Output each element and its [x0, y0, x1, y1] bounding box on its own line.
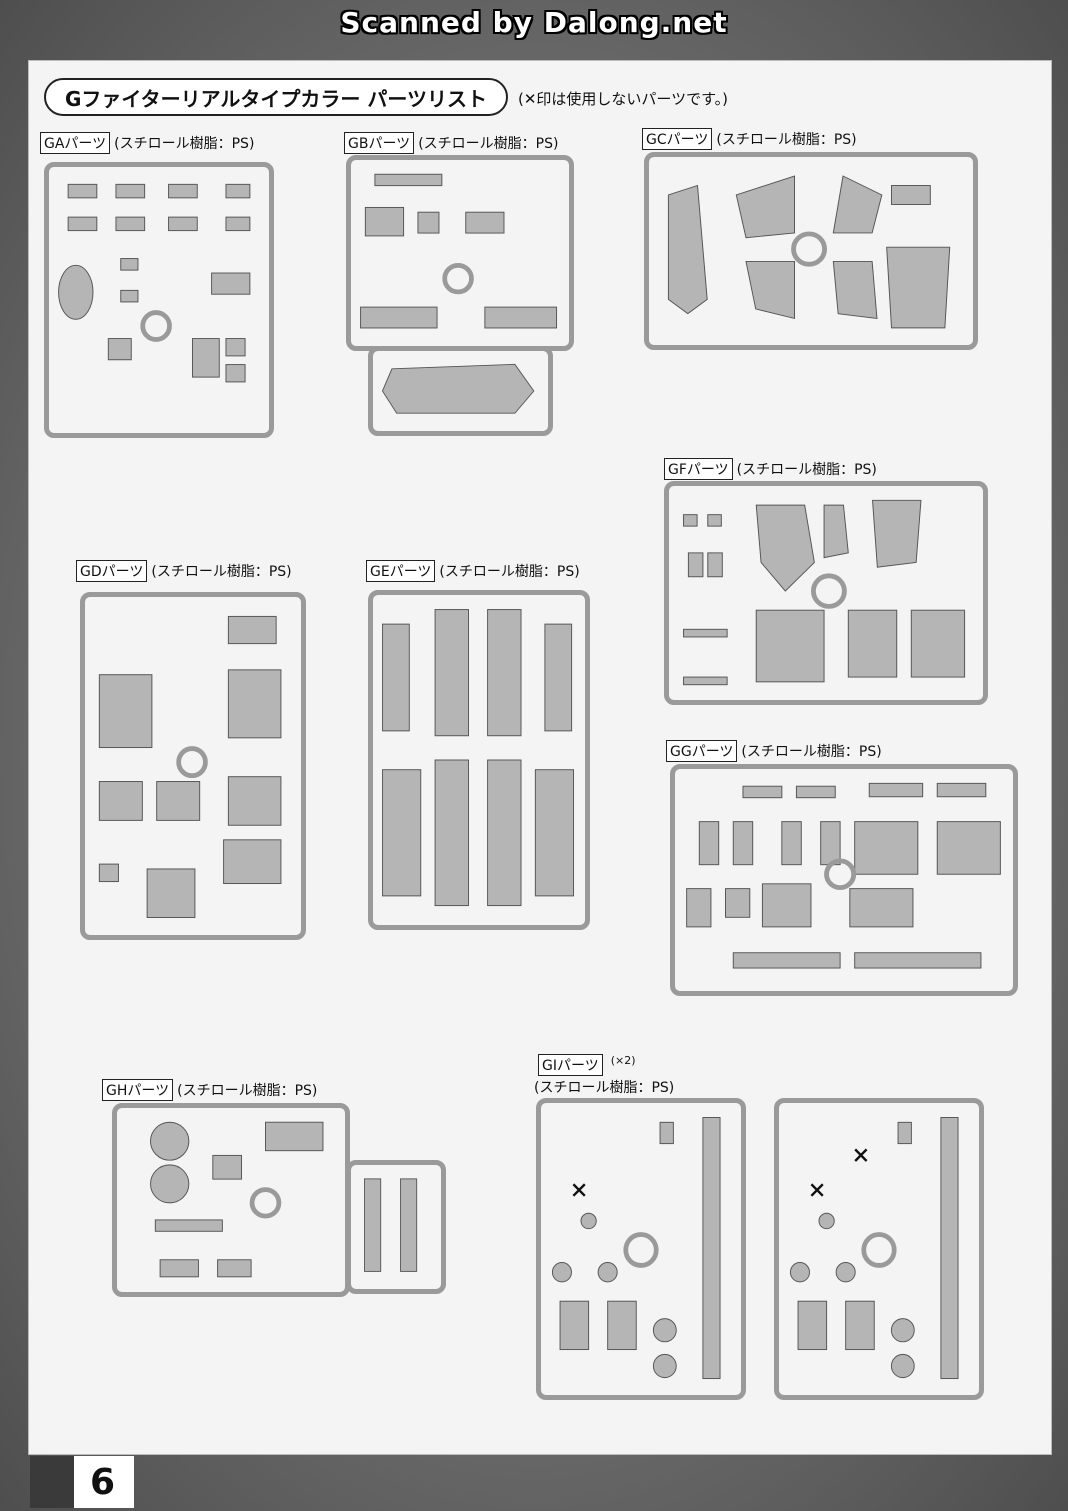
runner-gc [644, 152, 978, 350]
material-ga: (スチロール樹脂：PS) [114, 136, 255, 152]
runner-gg [670, 764, 1018, 996]
material-gf: (スチロール樹脂：PS) [736, 462, 877, 478]
runner-tag-gb: GBパーツ [344, 132, 415, 154]
runner-gh-parts [150, 1121, 324, 1278]
runner-gi-b-parts [789, 1117, 959, 1380]
runner-gi-a-parts [551, 1117, 721, 1380]
runner-gb [346, 155, 574, 351]
page-number-text: 6 [90, 1461, 116, 1503]
page-number-bar [30, 1456, 74, 1508]
runner-tag-ge: GEパーツ [366, 560, 436, 582]
runner-gh-side [346, 1160, 446, 1294]
runner-gi-a [536, 1098, 746, 1400]
runner-label-gg: GGパーツ(スチロール樹脂：PS) [666, 740, 882, 762]
runner-gi-b [774, 1098, 984, 1400]
runner-tag-gf: GFパーツ [664, 458, 733, 480]
page-title: Gファイターリアルタイプカラー パーツリスト [44, 78, 508, 116]
material-gc: (スチロール樹脂：PS) [716, 132, 857, 148]
runner-tag-gh: GHパーツ [102, 1079, 174, 1101]
scan-banner: Scanned by Dalong.net [340, 6, 728, 39]
material-gi: (スチロール樹脂：PS) [534, 1080, 675, 1096]
runner-gf-parts [683, 499, 966, 686]
runner-tag-gg: GGパーツ [666, 740, 738, 762]
runner-tag-gc: GCパーツ [642, 128, 713, 150]
runner-label-ga: GAパーツ(スチロール樹脂：PS) [40, 132, 254, 154]
runner-gh [112, 1103, 350, 1297]
runner-gb-lower [368, 346, 553, 436]
runner-label-gi: GIパーツ (×2) [538, 1054, 636, 1076]
material-gd: (スチロール樹脂：PS) [151, 564, 292, 580]
runner-gf [664, 481, 988, 705]
runner-gg-parts [686, 782, 1001, 969]
runner-label-gb: GBパーツ(スチロール樹脂：PS) [344, 132, 558, 154]
material-gh: (スチロール樹脂：PS) [177, 1083, 318, 1099]
runner-gd-parts [98, 615, 282, 919]
runner-label-gc: GCパーツ(スチロール樹脂：PS) [642, 128, 857, 150]
material-gg: (スチロール樹脂：PS) [741, 744, 882, 760]
runner-ge-parts [382, 609, 575, 907]
runner-label-gf: GFパーツ(スチロール樹脂：PS) [664, 458, 877, 480]
runner-ga-parts [58, 183, 251, 383]
runner-label-gd: GDパーツ(スチロール樹脂：PS) [76, 560, 292, 582]
material-gb: (スチロール樹脂：PS) [418, 136, 559, 152]
runner-gb-lower-parts [381, 363, 535, 414]
runner-tag-ga: GAパーツ [40, 132, 111, 154]
runner-ge [368, 590, 590, 930]
runner-tag-gd: GDパーツ [76, 560, 148, 582]
title-note: (✕印は使用しないパーツです。) [518, 90, 728, 108]
page-number: 6 [30, 1456, 134, 1508]
material-gi-label: (スチロール樹脂：PS) [534, 1077, 674, 1097]
runner-gd [80, 592, 306, 940]
runner-gc-parts [667, 175, 951, 329]
material-ge: (スチロール樹脂：PS) [439, 564, 580, 580]
runner-label-ge: GEパーツ(スチロール樹脂：PS) [366, 560, 580, 582]
multiplier-gi: (×2) [610, 1054, 636, 1067]
runner-gb-parts [360, 173, 558, 329]
runner-tag-gi: GIパーツ [538, 1054, 603, 1076]
runner-label-gh: GHパーツ(スチロール樹脂：PS) [102, 1079, 317, 1101]
runner-ga [44, 162, 274, 438]
runner-gh-side-parts [364, 1178, 418, 1272]
